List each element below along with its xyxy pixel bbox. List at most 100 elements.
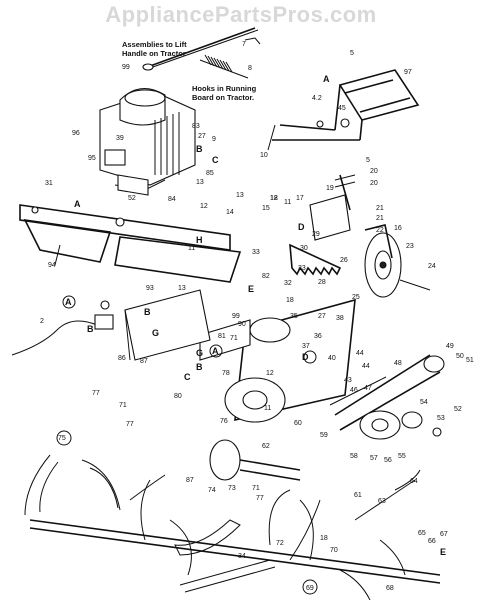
callout: 2 <box>40 318 44 325</box>
callout: 27 <box>198 133 206 140</box>
callout: 49 <box>446 343 454 350</box>
depth-bracket <box>309 174 356 241</box>
callout: 36 <box>314 333 322 340</box>
callout: D <box>302 352 309 362</box>
engine-assembly <box>99 88 196 196</box>
callout: 77 <box>256 495 264 502</box>
circled-markers <box>56 295 318 595</box>
callout-labels: 99 7 8 5 97 A 4.2 45 10 96 39 83 27 9 B … <box>40 41 474 592</box>
callout: 69 <box>306 585 314 592</box>
callout: 96 <box>72 130 80 137</box>
callout: 56 <box>384 457 392 464</box>
callout: 66 <box>428 538 436 545</box>
callout: 52 <box>454 406 462 413</box>
note-running-board-line2: Board on Tractor. <box>192 93 254 102</box>
callout: 38 <box>336 315 344 322</box>
wiring-harness <box>11 300 114 356</box>
callout: 40 <box>328 355 336 362</box>
callout: 10 <box>260 152 268 159</box>
callout: 72 <box>276 540 284 547</box>
callout: 62 <box>262 443 270 450</box>
note-lift-handle-line1: Assemblies to Lift <box>122 40 187 49</box>
callout: 7 <box>242 41 246 48</box>
callout: 58 <box>350 453 358 460</box>
callout: A <box>74 199 81 209</box>
callout: 50 <box>456 353 464 360</box>
callout: 97 <box>404 69 412 76</box>
callout: 52 <box>128 195 136 202</box>
callout: 63 <box>378 498 386 505</box>
callout: 67 <box>440 531 448 538</box>
callout: 11 <box>264 405 271 412</box>
callout: 71 <box>230 335 238 342</box>
callout: 44 <box>362 363 370 370</box>
callout: 22 <box>376 227 384 234</box>
callout: B <box>196 144 203 154</box>
callout: 48 <box>394 360 402 367</box>
callout: A <box>65 297 72 307</box>
callout: 44 <box>356 350 364 357</box>
callout: 24 <box>428 263 436 270</box>
callout: C <box>184 372 191 382</box>
callout: 25 <box>352 294 360 301</box>
callout: 18 <box>270 195 278 202</box>
callout: 68 <box>386 585 394 592</box>
callout: 71 <box>252 485 260 492</box>
belt-drive <box>334 354 445 440</box>
callout: 5 <box>350 50 354 57</box>
callout: 61 <box>354 492 362 499</box>
callout: 47 <box>364 385 372 392</box>
callout: 53 <box>437 415 445 422</box>
note-lift-handle-line2: Handle on Tractor <box>122 49 186 58</box>
callout: 86 <box>118 355 126 362</box>
callout: 85 <box>206 170 214 177</box>
callout: E <box>440 547 446 557</box>
callout: 20 <box>370 168 378 175</box>
tine-set <box>24 454 421 600</box>
callout: 26 <box>340 257 348 264</box>
callout: 93 <box>146 285 154 292</box>
callout: 90 <box>238 321 246 328</box>
callout: 84 <box>168 196 176 203</box>
callout: 54 <box>420 399 428 406</box>
drive-housing <box>124 289 356 423</box>
callout: 83 <box>192 123 200 130</box>
callout: 34 <box>238 553 246 560</box>
callout: 29 <box>312 231 320 238</box>
callout: 77 <box>126 421 134 428</box>
callout: 39 <box>116 135 124 142</box>
callout: 51 <box>466 357 474 364</box>
callout: G <box>152 328 159 338</box>
callout: 18 <box>320 535 328 542</box>
front-shield <box>19 204 242 283</box>
callout: 19 <box>326 185 334 192</box>
callout: 74 <box>208 487 216 494</box>
callout: 28 <box>318 279 326 286</box>
callout: E <box>248 284 254 294</box>
callout: 77 <box>92 390 100 397</box>
callout: 5 <box>366 157 370 164</box>
callout: 80 <box>174 393 182 400</box>
callout: 13 <box>236 192 244 199</box>
callout: 32 <box>284 280 292 287</box>
callout: 11 <box>188 245 195 252</box>
callout: B <box>87 324 94 334</box>
callout: 59 <box>320 432 328 439</box>
callout: 43 <box>344 377 352 384</box>
callout: 94 <box>48 262 56 269</box>
callout: 45 <box>338 105 346 112</box>
callout: 23 <box>406 243 414 250</box>
callout: 78 <box>222 370 230 377</box>
callout: 12 <box>270 195 278 202</box>
callout: 37 <box>302 343 310 350</box>
callout: 73 <box>228 485 236 492</box>
callout: 95 <box>88 155 96 162</box>
callout: 15 <box>262 205 270 212</box>
callout: A <box>323 74 330 84</box>
callout: 30 <box>300 245 308 252</box>
callout: 55 <box>398 453 406 460</box>
callout: 57 <box>370 455 378 462</box>
callout: 4.2 <box>312 95 322 102</box>
gauge-wheel <box>364 224 431 298</box>
callout: D <box>298 222 305 232</box>
